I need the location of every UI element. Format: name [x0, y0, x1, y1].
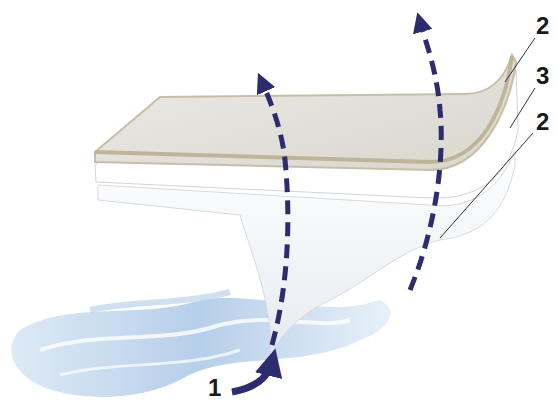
- leader-line: [440, 133, 533, 238]
- callout-number: 2: [536, 110, 549, 134]
- leader-line: [505, 38, 535, 82]
- leader-lines: [440, 38, 535, 238]
- callout-number: 3: [536, 64, 549, 88]
- leader-line: [510, 88, 535, 128]
- inflow-arrow: [232, 362, 272, 392]
- callout-number: 2: [536, 14, 549, 38]
- vapour-arrow: [410, 22, 441, 290]
- vapour-arrow: [262, 82, 288, 345]
- callout-number: 1: [208, 376, 221, 400]
- top-layer: [95, 55, 516, 170]
- top-layer-edge: [95, 56, 512, 162]
- water-splash: [11, 292, 390, 397]
